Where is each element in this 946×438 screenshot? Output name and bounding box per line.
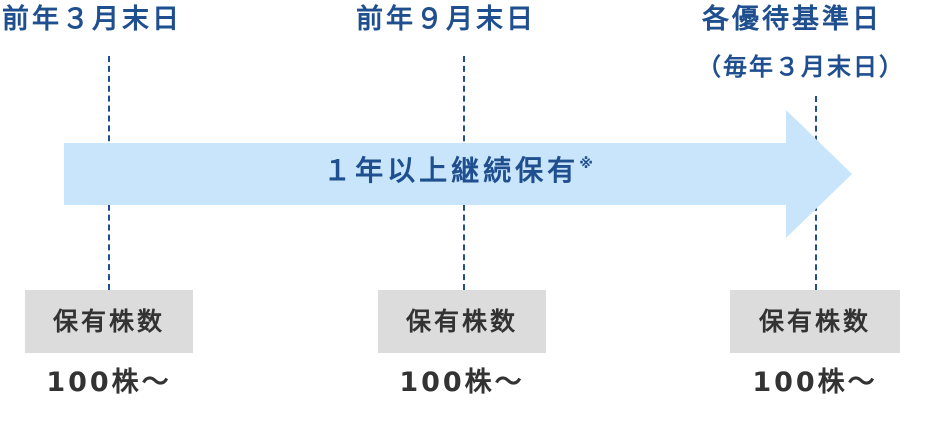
arrow-label-text: １年以上継続保有: [323, 154, 580, 187]
note-mark: ※: [579, 156, 593, 172]
milestone-label-2: 前年９月末日: [356, 4, 536, 35]
milestone-label-1: 前年３月末日: [2, 4, 182, 35]
milestone-label-3: 各優待基準日: [702, 4, 882, 35]
share-amount-2: 100株～: [399, 367, 525, 398]
arrow-label: １年以上継続保有※: [64, 157, 852, 185]
arrow-shape-icon: [64, 110, 852, 238]
holding-box-1: 保有株数: [25, 290, 193, 353]
holding-period-arrow: １年以上継続保有※: [64, 110, 852, 238]
milestone-sublabel-3: （毎年３月末日）: [697, 53, 905, 81]
share-amount-1: 100株～: [46, 367, 172, 398]
holding-box-3: 保有株数: [730, 290, 900, 353]
share-amount-3: 100株～: [752, 367, 878, 398]
holding-box-2: 保有株数: [378, 290, 546, 353]
